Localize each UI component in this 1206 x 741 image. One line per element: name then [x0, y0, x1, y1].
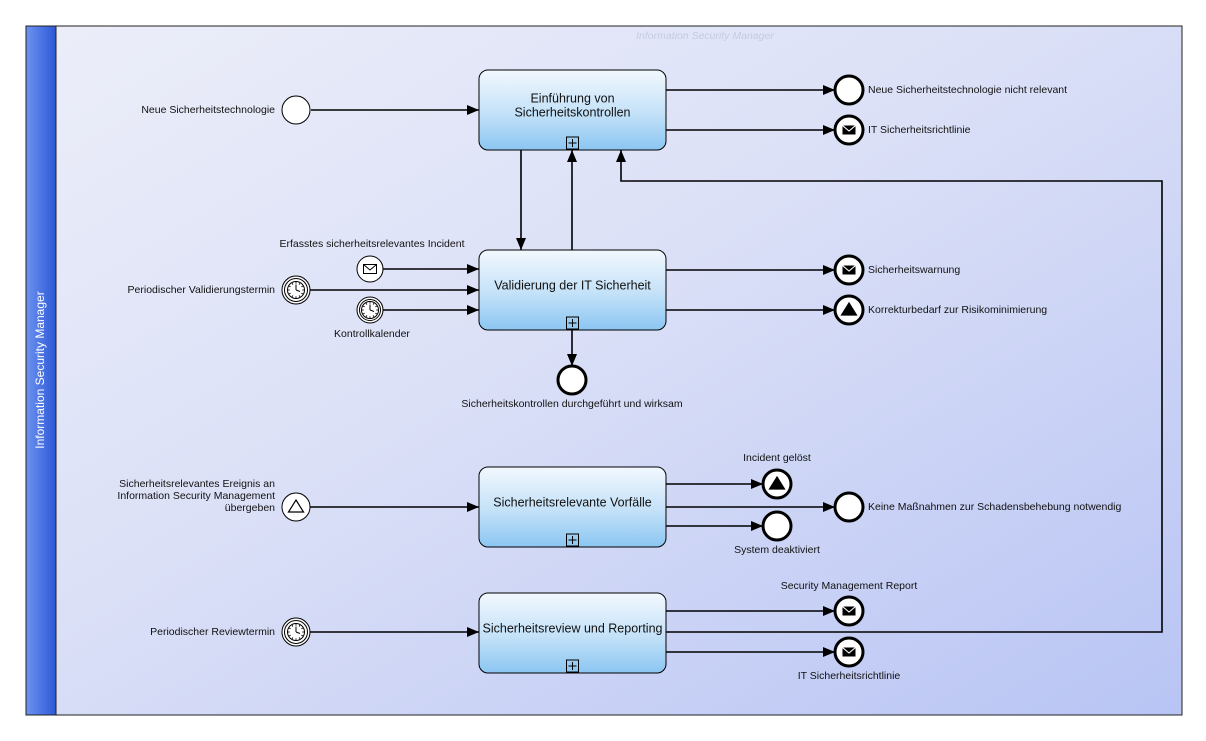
signal-triangle-icon	[287, 498, 305, 513]
subprocess-plus-icon[interactable]	[566, 533, 579, 547]
task-box[interactable]	[478, 249, 667, 331]
envelope-icon	[363, 264, 377, 274]
end-event-circle[interactable]	[833, 74, 865, 106]
start-event-s3[interactable]: Periodischer Validierungstermin	[128, 275, 311, 305]
task-box[interactable]	[478, 592, 667, 674]
end-event-e7[interactable]: Keine Maßnahmen zur Schadensbehebung not…	[833, 491, 1122, 523]
sequence-flow-t4-t1[interactable]	[616, 150, 1163, 633]
envelope-icon	[842, 606, 856, 616]
end-event-e3[interactable]: Sicherheitswarnung	[833, 254, 960, 286]
event-label: System deaktiviert	[734, 544, 820, 556]
end-event-e6[interactable]: Incident gelöst	[743, 452, 811, 500]
task-label: Sicherheitskontrollen	[514, 105, 630, 119]
start-event-s1[interactable]: Neue Sicherheitstechnologie	[141, 95, 311, 125]
end-event-circle[interactable]	[761, 510, 793, 542]
start-event-s2[interactable]: Erfasstes sicherheitsrelevantes Incident	[279, 238, 465, 283]
pool-header[interactable]	[25, 25, 57, 716]
event-label: Security Management Report	[781, 580, 918, 592]
task-label: Validierung der IT Sicherheit	[494, 278, 651, 292]
event-label: Sicherheitsrelevantes Ereignis an	[119, 478, 275, 490]
event-label: Incident gelöst	[743, 452, 811, 464]
start-event-s5[interactable]: Sicherheitsrelevantes Ereignis anInforma…	[117, 478, 311, 522]
task-t3[interactable]: Sicherheitsrelevante Vorfälle	[478, 466, 667, 548]
event-label: Erfasstes sicherheitsrelevantes Incident	[279, 238, 464, 250]
task-label: Sicherheitsreview und Reporting	[483, 621, 663, 635]
start-event-circle[interactable]	[281, 95, 311, 125]
subprocess-plus-icon[interactable]	[566, 136, 579, 150]
end-event-e4[interactable]: Korrekturbedarf zur Risikominimierung	[833, 294, 1047, 326]
signal-triangle-icon	[768, 475, 786, 490]
end-event-circle[interactable]	[833, 491, 865, 523]
start-event-s4[interactable]: Kontrollkalender	[334, 296, 410, 340]
subprocess-plus-icon[interactable]	[566, 659, 579, 673]
task-box[interactable]	[478, 69, 667, 151]
task-label: Einführung von	[530, 91, 614, 105]
signal-triangle-icon	[840, 301, 858, 316]
event-label: IT Sicherheitsrichtlinie	[868, 124, 971, 136]
task-box[interactable]	[478, 466, 667, 548]
event-label: Korrekturbedarf zur Risikominimierung	[868, 304, 1047, 316]
sequence-flows	[310, 85, 1163, 657]
task-t2[interactable]: Validierung der IT Sicherheit	[478, 249, 667, 331]
envelope-icon	[842, 265, 856, 275]
event-label: Periodischer Validierungstermin	[128, 284, 276, 296]
pool-name: Information Security Manager	[33, 291, 47, 448]
event-label: IT Sicherheitsrichtlinie	[798, 670, 901, 682]
pool-watermark: Information Security Manager	[636, 30, 774, 42]
subprocess-plus-icon[interactable]	[566, 316, 579, 330]
clock-icon	[287, 281, 305, 299]
end-event-e10[interactable]: IT Sicherheitsrichtlinie	[798, 636, 901, 682]
event-label: Sicherheitskontrollen durchgeführt und w…	[461, 398, 682, 410]
end-event-e9[interactable]: Security Management Report	[781, 580, 918, 627]
event-label: Sicherheitswarnung	[868, 264, 960, 276]
event-label: übergeben	[225, 502, 275, 514]
start-event-s6[interactable]: Periodischer Reviewtermin	[150, 617, 311, 647]
end-event-e2[interactable]: IT Sicherheitsrichtlinie	[833, 114, 971, 146]
envelope-icon	[842, 647, 856, 657]
event-label: Keine Maßnahmen zur Schadensbehebung not…	[868, 501, 1122, 513]
end-event-e8[interactable]: System deaktiviert	[734, 510, 820, 556]
event-label: Information Security Management	[117, 490, 275, 502]
event-label: Periodischer Reviewtermin	[150, 626, 275, 638]
task-t4[interactable]: Sicherheitsreview und Reporting	[478, 592, 667, 674]
end-event-e1[interactable]: Neue Sicherheitstechnologie nicht releva…	[833, 74, 1067, 106]
end-event-e5[interactable]: Sicherheitskontrollen durchgeführt und w…	[461, 364, 683, 410]
event-label: Neue Sicherheitstechnologie	[141, 104, 275, 116]
tasks: Einführung vonSicherheitskontrollenValid…	[478, 69, 667, 674]
event-label: Neue Sicherheitstechnologie nicht releva…	[868, 84, 1067, 96]
envelope-icon	[842, 125, 856, 135]
event-label: Kontrollkalender	[334, 328, 410, 340]
end-event-circle[interactable]	[556, 364, 588, 396]
clock-icon	[287, 623, 305, 641]
clock-icon	[361, 301, 379, 319]
task-label: Sicherheitsrelevante Vorfälle	[493, 495, 651, 509]
